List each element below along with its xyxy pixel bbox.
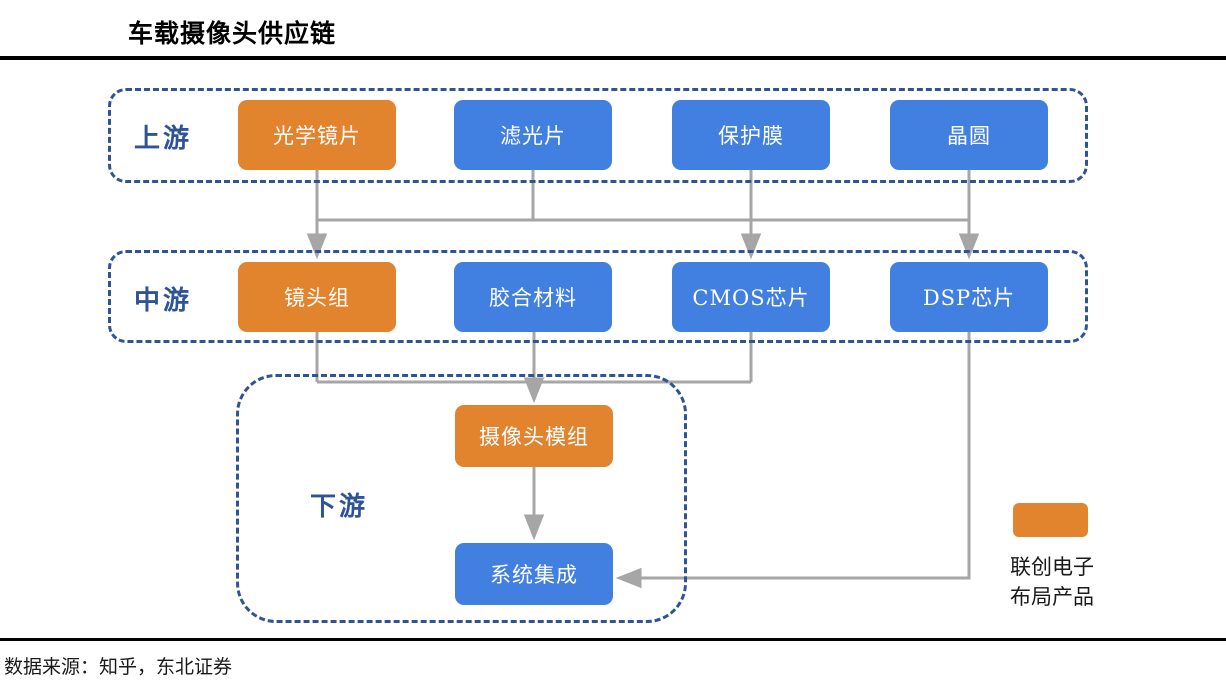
node-adhesive-material[interactable]: 胶合材料 [454, 262, 612, 332]
legend-caption-line-2: 布局产品 [1010, 585, 1094, 609]
tier-container-upstream [108, 88, 1088, 183]
legend-caption: 联创电子 布局产品 [997, 552, 1107, 612]
tier-label-midstream: 中游 [134, 286, 193, 316]
tier-container-downstream [236, 374, 687, 623]
node-filter[interactable]: 滤光片 [454, 100, 612, 170]
node-system-integration[interactable]: 系统集成 [455, 543, 613, 605]
tier-label-downstream: 下游 [310, 492, 369, 522]
data-source-note: 数据来源：知乎，东北证券 [4, 656, 233, 678]
node-optical-lens[interactable]: 光学镜片 [238, 100, 396, 170]
node-dsp-chip[interactable]: DSP芯片 [890, 262, 1048, 332]
node-wafer[interactable]: 晶圆 [890, 100, 1048, 170]
footer-divider [0, 638, 1226, 641]
tier-container-midstream [108, 250, 1088, 343]
title-divider [0, 56, 1226, 60]
page-title: 车载摄像头供应链 [128, 19, 337, 48]
node-lens-set[interactable]: 镜头组 [238, 262, 396, 332]
tier-label-upstream: 上游 [134, 124, 193, 154]
legend-caption-line-1: 联创电子 [1010, 555, 1094, 579]
node-protective-film[interactable]: 保护膜 [672, 100, 830, 170]
node-cmos-chip[interactable]: CMOS芯片 [672, 262, 830, 332]
node-camera-module[interactable]: 摄像头模组 [455, 405, 613, 467]
legend-color-swatch [1013, 503, 1088, 537]
